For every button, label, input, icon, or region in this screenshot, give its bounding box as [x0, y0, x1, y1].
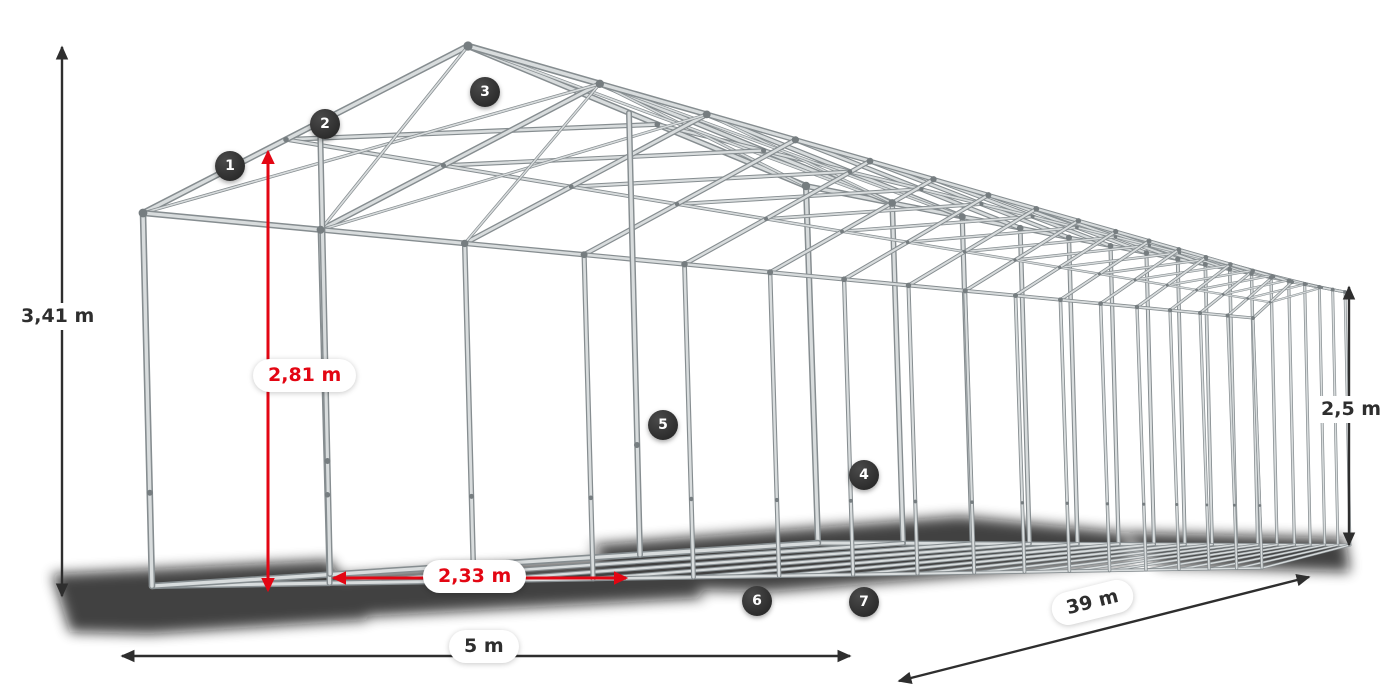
marker-1: 1: [215, 151, 245, 181]
total-height-value: 3,41 m: [21, 305, 95, 327]
post-spacing-value: 2,33 m: [438, 565, 512, 587]
clear-height-value: 2,81 m: [268, 364, 342, 386]
marker-5: 5: [648, 410, 678, 440]
total-height-label: 3,41 m: [14, 303, 102, 330]
marker-3: 3: [470, 77, 500, 107]
side-height-label: 2,5 m: [1314, 396, 1389, 423]
clear-height-label: 2,81 m: [253, 359, 357, 392]
marker-6: 6: [742, 586, 772, 616]
width-label: 5 m: [449, 630, 519, 663]
side-height-value: 2,5 m: [1321, 398, 1382, 420]
length-arrow: [897, 574, 1311, 684]
marker-4: 4: [849, 460, 879, 490]
width-value: 5 m: [464, 635, 504, 657]
post-spacing-label: 2,33 m: [423, 560, 527, 593]
length-value: 39 m: [1064, 584, 1121, 620]
marker-2: 2: [310, 109, 340, 139]
marker-7: 7: [849, 587, 879, 617]
